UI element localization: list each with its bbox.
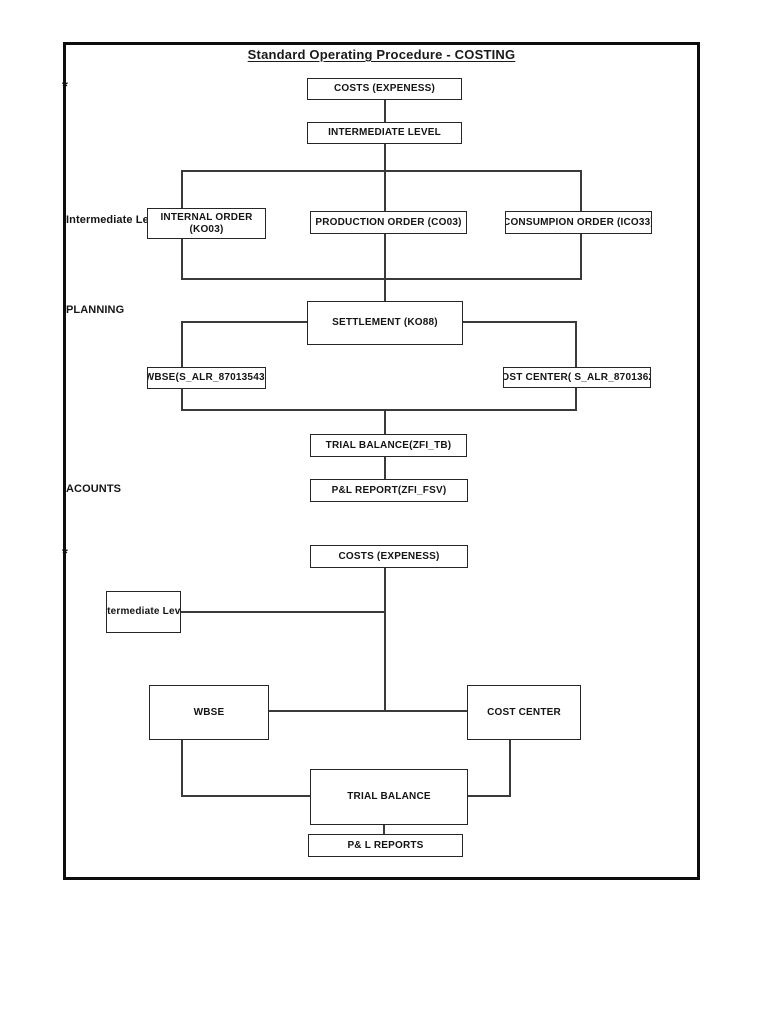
connector-line — [181, 739, 183, 797]
connector-line — [575, 321, 577, 411]
node-pl-report-zfi: P&L REPORT(ZFI_FSV) — [310, 479, 468, 502]
node-settlement: SETTLEMENT (KO88) — [307, 301, 463, 345]
connector-line — [384, 170, 386, 213]
connector-line — [467, 795, 511, 797]
connector-line — [384, 567, 386, 711]
connector-line — [181, 238, 183, 280]
node-pl-reports-2: P& L REPORTS — [308, 834, 463, 857]
node-trial-balance-2: TRIAL BALANCE — [310, 769, 468, 825]
node-cost-center-report: COST CENTER( S_ALR_87013625 — [503, 367, 651, 388]
node-intermediate-level: INTERMEDIATE LEVEL — [307, 122, 462, 144]
section-marker-2: * — [62, 545, 68, 562]
connector-line — [384, 144, 386, 172]
connector-line — [181, 321, 308, 323]
connector-line — [580, 170, 582, 213]
connector-line — [181, 321, 183, 411]
connector-line — [462, 321, 577, 323]
node-wbse-report: WBSE(S_ALR_87013543) — [147, 367, 266, 389]
side-label-intermediate-level: Intermediate Level — [66, 214, 165, 226]
node-cost-center-2: COST CENTER — [467, 685, 581, 740]
side-label-accounts: ACOUNTS — [66, 483, 122, 495]
connector-line — [268, 710, 468, 712]
node-production-order: PRODUCTION ORDER (CO03) — [310, 211, 467, 234]
page-border — [63, 42, 700, 880]
connector-line — [383, 824, 385, 835]
connector-line — [384, 456, 386, 480]
connector-line — [181, 795, 311, 797]
connector-line — [580, 233, 582, 280]
section-marker-1: * — [62, 78, 68, 95]
node-internal-order: INTERNAL ORDER (KO03) — [147, 208, 266, 239]
connector-line — [181, 170, 582, 172]
connector-line — [180, 611, 385, 613]
connector-line — [181, 409, 577, 411]
connector-line — [181, 278, 582, 280]
node-wbse-2: WBSE — [149, 685, 269, 740]
connector-line — [384, 233, 386, 302]
connector-line — [384, 100, 386, 122]
page-title: Standard Operating Procedure - COSTING — [247, 47, 516, 62]
node-consumption-order: CONSUMPION ORDER (ICO33) — [505, 211, 652, 234]
connector-line — [384, 409, 386, 435]
node-trial-balance-zfi: TRIAL BALANCE(ZFI_TB) — [310, 434, 467, 457]
node-intermediate-level-2: Intermediate Level — [106, 591, 181, 633]
node-costs-expeness-2: COSTS (EXPENESS) — [310, 545, 468, 568]
node-costs-expeness: COSTS (EXPENESS) — [307, 78, 462, 100]
connector-line — [509, 739, 511, 797]
side-label-planning: PLANNING — [66, 304, 125, 316]
connector-line — [181, 170, 183, 210]
